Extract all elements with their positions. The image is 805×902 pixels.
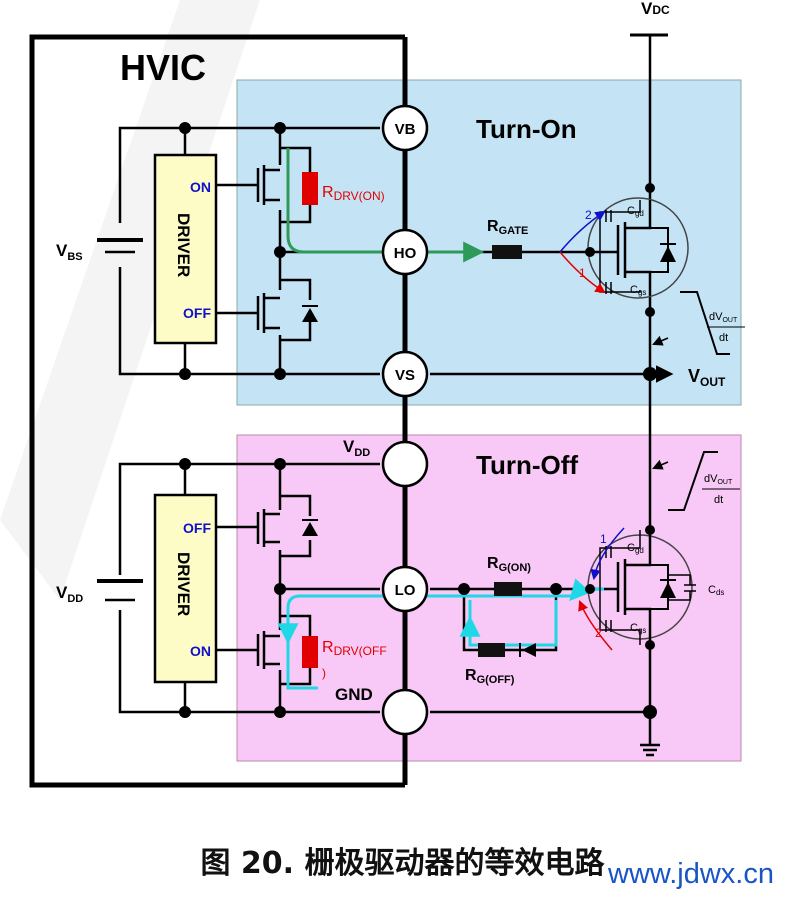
rg-on-resistor — [494, 582, 522, 596]
top-cgd-label: Cgd — [627, 205, 644, 218]
pin-vs — [381, 350, 429, 398]
bottom-on-label: ON — [190, 643, 211, 659]
top-arrow-2 — [559, 210, 606, 253]
bottom-igbt-diode — [660, 582, 676, 598]
turn-off-region — [236, 434, 742, 762]
rg-off-resistor — [478, 643, 505, 657]
vout-label: VOUT — [688, 366, 726, 389]
top-dv-label: dVOUT — [709, 311, 738, 324]
top-dvdt-slope — [680, 291, 730, 355]
bottom-arrow-1 — [590, 527, 625, 581]
top-junctions — [179, 122, 657, 381]
turn-on-region — [236, 79, 742, 406]
bottom-arrow-2-label: 2 — [595, 626, 602, 640]
top-arrow-2-label: 2 — [585, 208, 592, 222]
top-arrow-1 — [559, 251, 606, 294]
top-driver-mosfets — [256, 165, 280, 333]
pin-ho-label: HO — [394, 245, 417, 262]
bottom-junctions — [179, 458, 657, 719]
watermark: www.jdwx.cn — [608, 858, 774, 890]
top-low-diode — [302, 308, 318, 322]
rgate-resistor — [492, 245, 522, 259]
vdd-left-label: VDD — [56, 583, 83, 605]
rdrv-on-resistor — [302, 172, 318, 205]
pin-gnd-label: GND — [335, 685, 373, 704]
bottom-dvdt-slope — [668, 451, 718, 511]
vbs-battery — [97, 238, 143, 254]
rg-off-label: RG(OFF) — [465, 667, 515, 686]
turn-on-title: Turn-On — [476, 114, 577, 144]
rdrv-off-resistor — [302, 636, 318, 668]
top-dt-label: dt — [719, 332, 728, 344]
top-cgs-label: Cgs — [630, 284, 646, 297]
rg-off-diode — [522, 643, 536, 657]
top-off-label: OFF — [183, 305, 211, 321]
pin-vb-label: VB — [395, 121, 416, 138]
turn-on-current-path — [286, 148, 485, 263]
vdc-label: VDC — [641, 0, 670, 18]
bottom-igbt — [587, 520, 696, 645]
bottom-driver-mosfets — [256, 509, 280, 669]
pin-lo-label: LO — [395, 582, 416, 599]
pin-vb — [381, 104, 429, 152]
pin-vdd-label: VDD — [343, 437, 370, 459]
top-dvdt-arrow — [652, 335, 669, 346]
top-driver-block — [153, 153, 218, 345]
bottom-off-label: OFF — [183, 520, 211, 536]
turn-off-current-path — [286, 594, 572, 690]
bottom-dvdt-arrow — [652, 459, 669, 470]
bottom-cgs-label: Cgs — [630, 622, 646, 635]
pin-gnd — [381, 688, 429, 736]
vbs-label: VBS — [56, 241, 83, 263]
figure-caption: 图 20. 栅极驱动器的等效电路 — [200, 846, 605, 881]
pin-lo — [381, 565, 429, 613]
hvic-title: HVIC — [120, 47, 206, 88]
rg-on-label: RG(ON) — [487, 555, 531, 574]
bottom-dt-label: dt — [714, 494, 723, 506]
bottom-arrow-1-label: 1 — [600, 532, 607, 546]
bottom-driver-block — [153, 493, 218, 684]
top-on-label: ON — [190, 179, 211, 195]
hvic-box — [29, 34, 405, 788]
bottom-arrow-2 — [578, 600, 613, 651]
rdrv-on-label: RDRV(ON) — [322, 184, 385, 203]
background-band — [0, 0, 260, 600]
pin-vs-label: VS — [395, 367, 415, 384]
vdd-battery — [97, 579, 143, 602]
pin-vdd — [381, 440, 429, 488]
pin-ho — [381, 228, 429, 276]
bottom-high-diode — [302, 522, 318, 536]
rgate-label: RGATE — [487, 218, 528, 237]
turn-off-title: Turn-Off — [476, 450, 578, 480]
rdrv-off-label-tail: ) — [322, 666, 326, 680]
top-arrow-1-label: 1 — [579, 266, 586, 280]
rdrv-off-label: RDRV(OFF — [322, 639, 387, 658]
top-igbt-diode — [660, 246, 676, 262]
top-driver-label: DRIVER — [174, 213, 193, 277]
bottom-dv-label: dVOUT — [704, 473, 733, 486]
bottom-cds-label: Cds — [708, 584, 724, 597]
bottom-cgd-label: Cgd — [627, 542, 644, 555]
bottom-driver-label: DRIVER — [174, 552, 193, 616]
